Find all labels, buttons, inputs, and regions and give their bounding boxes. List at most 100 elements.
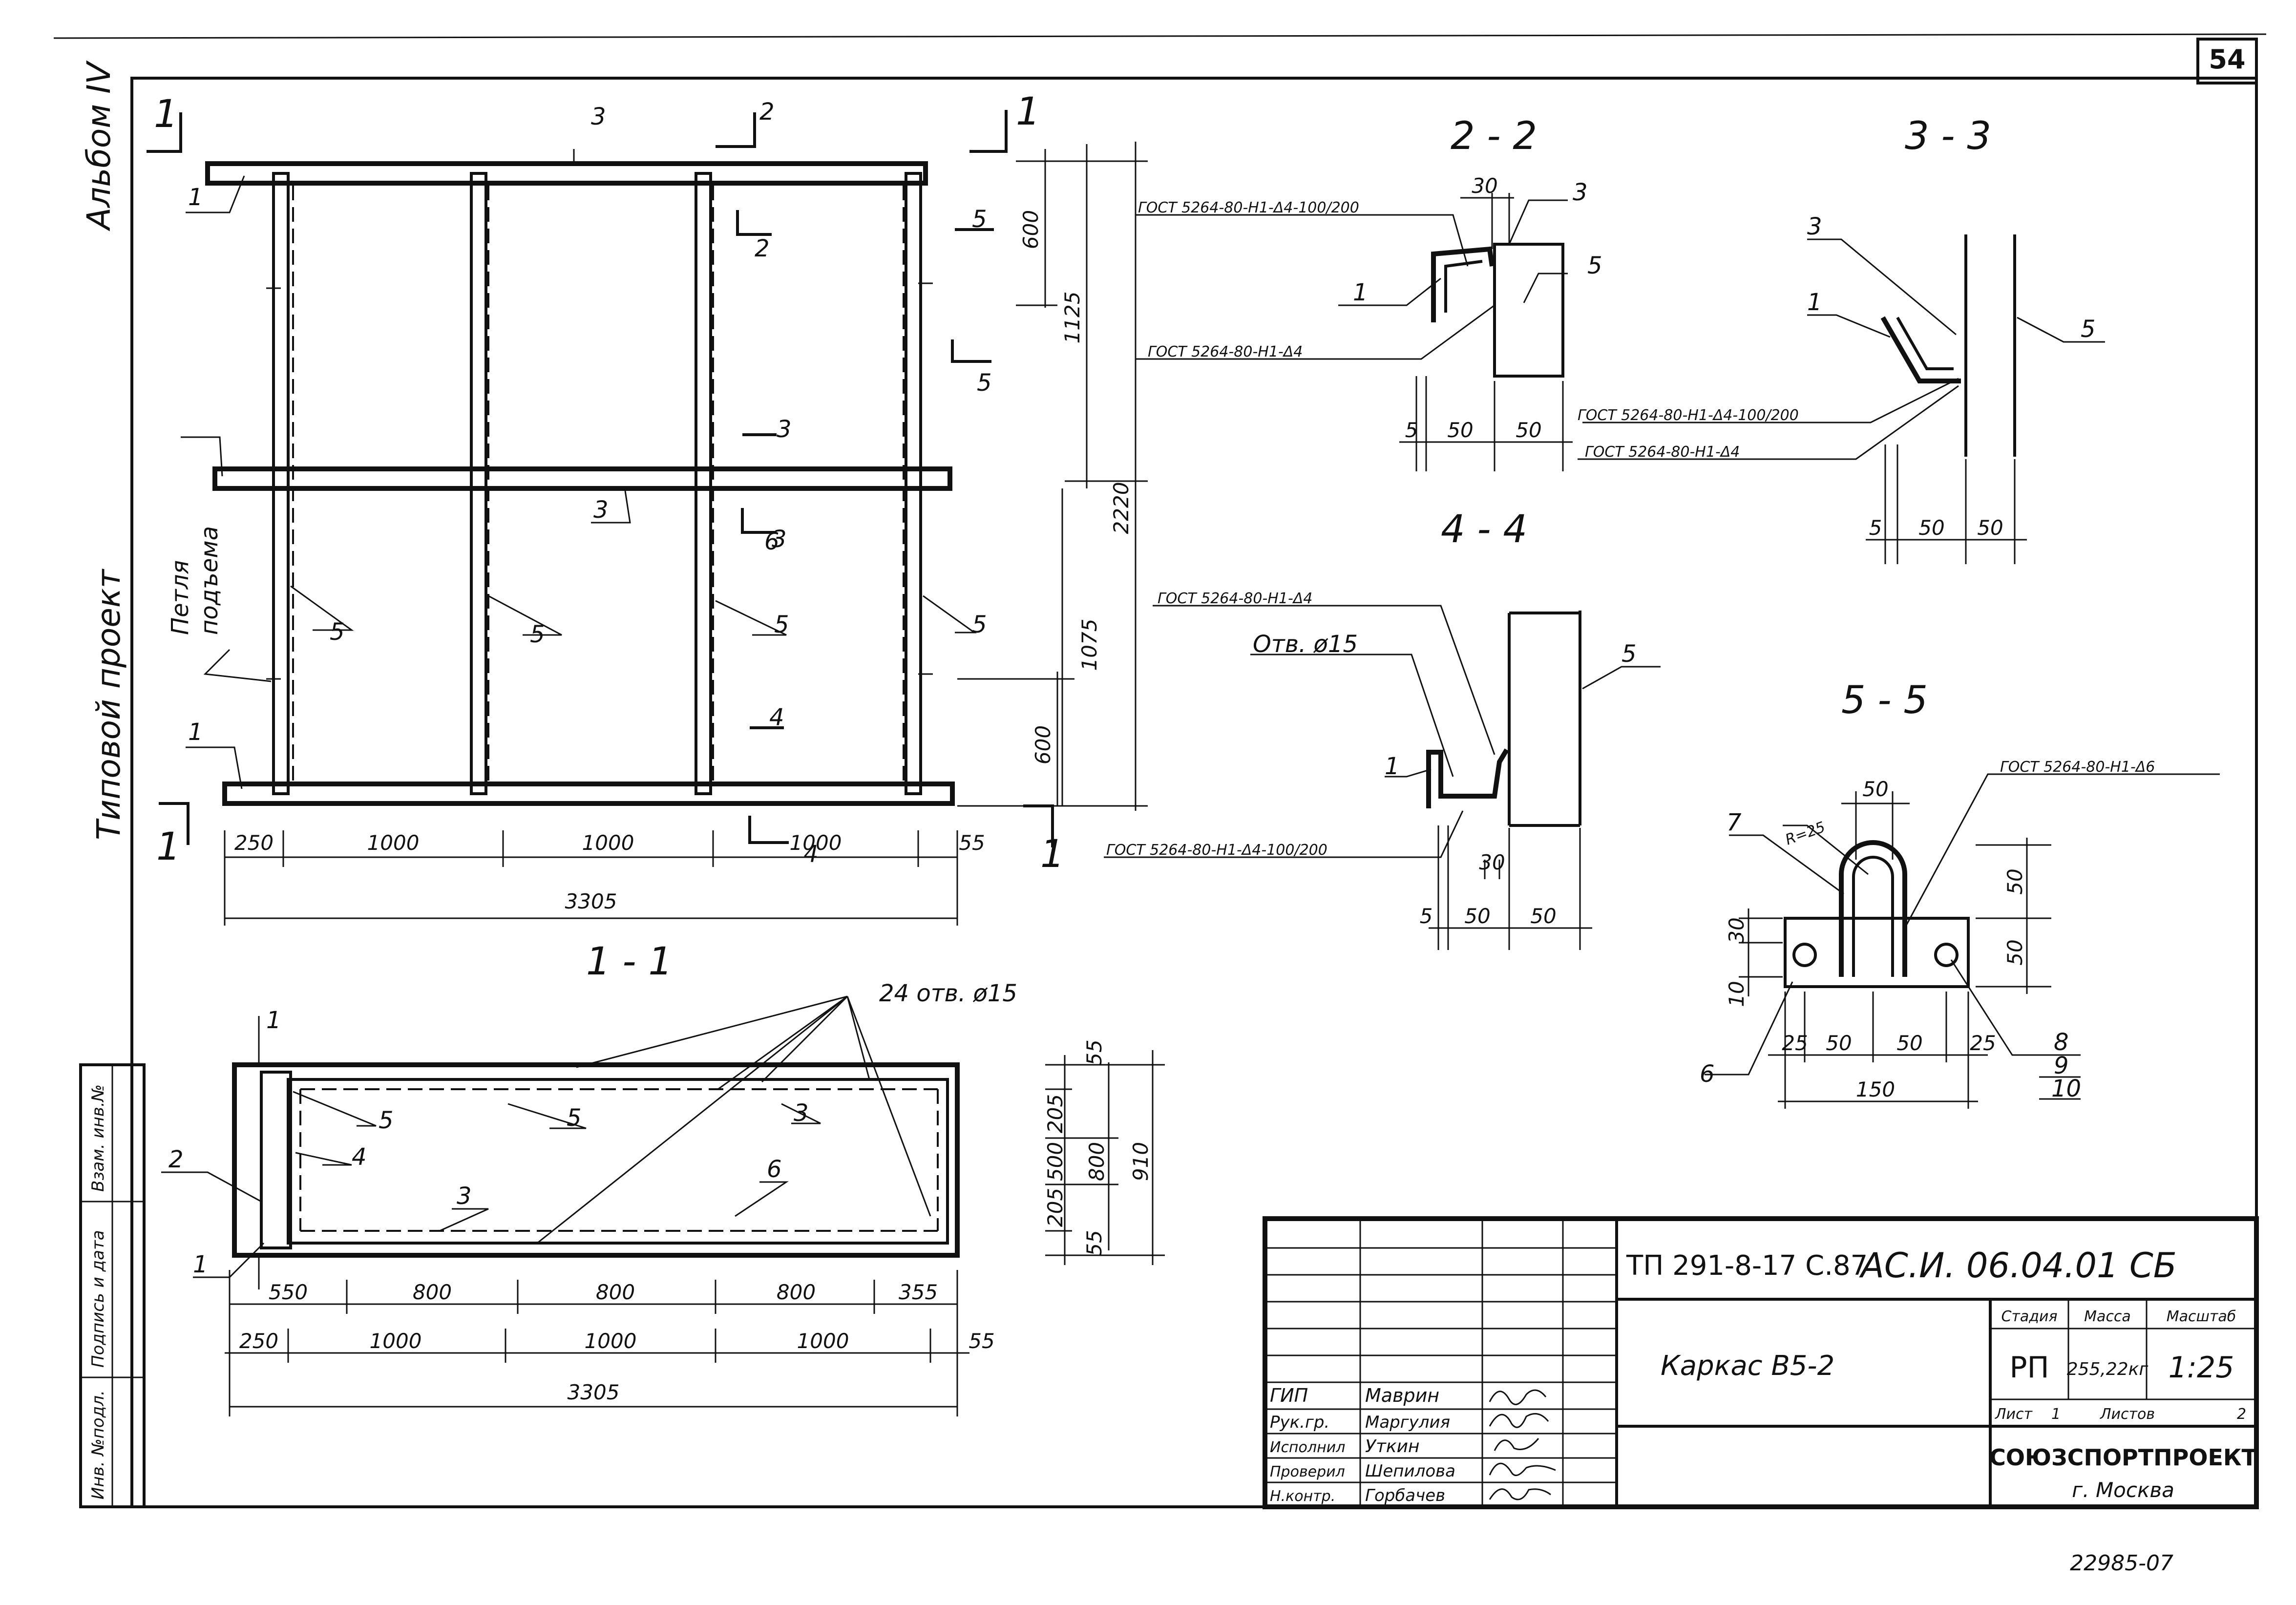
- section-5-5-dim-top: 50: [1862, 777, 1888, 801]
- section-mark-3-top: 3: [777, 416, 792, 443]
- title-org: СОЮЗСПОРТПРОЕКТ: [1989, 1444, 2257, 1471]
- front-dims-bottom: [224, 830, 958, 926]
- title-city: г. Москва: [2072, 1478, 2174, 1502]
- section-3-3-drawing: [1578, 234, 2105, 564]
- front-callout-5-b: 5: [530, 621, 545, 648]
- front-dim-total: 3305: [565, 889, 617, 913]
- section-5-5-callout-10: 10: [2051, 1075, 2081, 1102]
- role-2: Исполнил: [1270, 1439, 1345, 1456]
- section-mark-5-top: 5: [972, 206, 987, 233]
- section-3-3-callout-1: 1: [1807, 289, 1822, 316]
- role-name-2: Уткин: [1365, 1436, 1420, 1457]
- role-name-4: Горбачев: [1365, 1486, 1445, 1505]
- section-5-5-callout-6: 6: [1700, 1060, 1715, 1088]
- section-2-2-callout-1: 1: [1353, 279, 1368, 306]
- title-scale: 1:25: [2169, 1351, 2234, 1385]
- section-5-5-gost: ГОСТ 5264-80-Н1-Δ6: [2000, 759, 2155, 776]
- front-dim-1000-c: 1000: [790, 831, 842, 855]
- front-callout-5-c: 5: [774, 611, 789, 638]
- section-mark-1-bottom-left: 1: [156, 825, 181, 869]
- section-1-1-callout-5-b: 5: [567, 1104, 582, 1132]
- section-3-3-dim-5: 5: [1869, 516, 1882, 540]
- section-mark-3-bottom: 3: [772, 526, 787, 553]
- title-stage: РП: [2009, 1351, 2049, 1385]
- front-dim-250: 250: [234, 831, 274, 855]
- side-project-label: Типовой проект: [90, 568, 127, 840]
- section-1-1-callout-3-a: 3: [457, 1183, 472, 1210]
- section-3-3-dim-50-a: 50: [1918, 516, 1944, 540]
- section-1-1-dims: [225, 1050, 1165, 1416]
- section-5-5-dim-right-a: 50: [2003, 868, 2027, 894]
- title-mass: 255,22кг: [2067, 1359, 2149, 1379]
- section-mark-1-right: 1: [1016, 90, 1040, 134]
- section-4-4-dim-50-a: 50: [1464, 904, 1490, 928]
- front-callout-5-d: 5: [972, 611, 987, 638]
- front-dim-600-bottom: 600: [1031, 725, 1055, 764]
- section-mark-1-left: 1: [154, 92, 178, 136]
- section-5-5-drawing: [1705, 773, 2220, 1109]
- section-1-1-callout-5-a: 5: [379, 1107, 394, 1134]
- title-sheet-label: Лист: [1995, 1406, 2033, 1423]
- role-1: Рук.гр.: [1270, 1413, 1329, 1432]
- signatures: [1489, 1389, 1556, 1500]
- section-2-2-gost-top: ГОСТ 5264-80-Н1-Δ4-100/200: [1138, 199, 1359, 216]
- role-name-3: Шепилова: [1365, 1461, 1455, 1481]
- section-mark-4-bottom: 4: [803, 841, 819, 868]
- section-mark-2-bottom: 2: [755, 235, 770, 262]
- section-4-4-callout-5: 5: [1622, 640, 1637, 668]
- title-mass-header: Масса: [2084, 1308, 2131, 1325]
- section-1-1-drawing: [161, 995, 960, 1289]
- stamp-inv-label: Инв. №подл.: [88, 1390, 108, 1499]
- side-stamp: [79, 1063, 146, 1508]
- section-2-2-dim-50-b: 50: [1516, 418, 1541, 442]
- section-5-5-callout-9: 9: [2054, 1052, 2069, 1079]
- section-1-1-callout-1-bottom: 1: [193, 1251, 208, 1278]
- loop-label-1: Петля: [167, 560, 194, 635]
- section-2-2-drawing: [1136, 193, 1573, 471]
- section-5-5-dim-left-a: 30: [1725, 917, 1748, 943]
- section-1-1-dim-800-c: 800: [777, 1280, 816, 1304]
- section-4-4-title: 4 - 4: [1441, 507, 1527, 551]
- section-1-1-dim-250: 250: [239, 1329, 278, 1353]
- section-5-5-dim-bottom-d: 25: [1970, 1031, 1996, 1055]
- front-dim-2220: 2220: [1109, 482, 1133, 534]
- stamp-replace-label: Взам. инв.№: [88, 1084, 108, 1192]
- front-dim-1125: 1125: [1060, 292, 1084, 344]
- section-4-4-gost-top: ГОСТ 5264-80-Н1-Δ4: [1158, 590, 1312, 607]
- loop-label-2: подъема: [196, 526, 223, 635]
- section-1-1-callout-6: 6: [767, 1156, 782, 1183]
- front-dim-1075: 1075: [1077, 619, 1101, 671]
- section-5-5-dim-right-b: 50: [2003, 939, 2027, 965]
- title-scale-header: Масштаб: [2167, 1308, 2236, 1325]
- section-4-4-hole: Отв. ø15: [1253, 631, 1358, 658]
- section-1-1-callout-2: 2: [169, 1146, 184, 1173]
- section-5-5-title: 5 - 5: [1841, 678, 1928, 722]
- section-1-1-title: 1 - 1: [586, 940, 673, 984]
- title-block: [1263, 1216, 2259, 1509]
- section-1-1-callout-1-top: 1: [266, 1007, 281, 1034]
- front-callout-5-a: 5: [330, 618, 345, 646]
- sheet-number: 54: [2209, 44, 2245, 75]
- section-1-1-dim-55-top: 55: [1082, 1039, 1106, 1065]
- section-5-5-dim-bottom-a: 25: [1782, 1031, 1808, 1055]
- section-4-4-drawing: [1104, 605, 1661, 950]
- sheet-frame: [53, 33, 2267, 1508]
- title-project-code: ТП 291-8-17 С.87: [1626, 1250, 1868, 1282]
- section-3-3-callout-5: 5: [2081, 316, 2096, 343]
- section-2-2-gost-bottom: ГОСТ 5264-80-Н1-Δ4: [1148, 343, 1303, 360]
- front-callout-3-top: 3: [591, 103, 606, 130]
- section-1-1-dim-1000-c: 1000: [797, 1329, 849, 1353]
- section-mark-1-bottom-right: 1: [1040, 832, 1065, 876]
- section-2-2-dim-5: 5: [1405, 418, 1418, 442]
- section-1-1-callout-3-b: 3: [794, 1099, 809, 1127]
- front-dim-1000-b: 1000: [582, 831, 634, 855]
- section-1-1-callout-4: 4: [352, 1143, 367, 1171]
- section-5-5-dim-bottom-c: 50: [1896, 1031, 1922, 1055]
- footer-code: 22985-07: [2070, 1551, 2173, 1576]
- front-dim-600-top: 600: [1019, 210, 1043, 249]
- section-4-4-callout-1: 1: [1385, 753, 1400, 780]
- section-1-1-dim-total: 3305: [568, 1380, 620, 1404]
- section-1-1-dim-55: 55: [969, 1329, 994, 1353]
- section-mark-2-top: 2: [759, 98, 775, 126]
- title-sheet-value: 1: [2051, 1406, 2061, 1423]
